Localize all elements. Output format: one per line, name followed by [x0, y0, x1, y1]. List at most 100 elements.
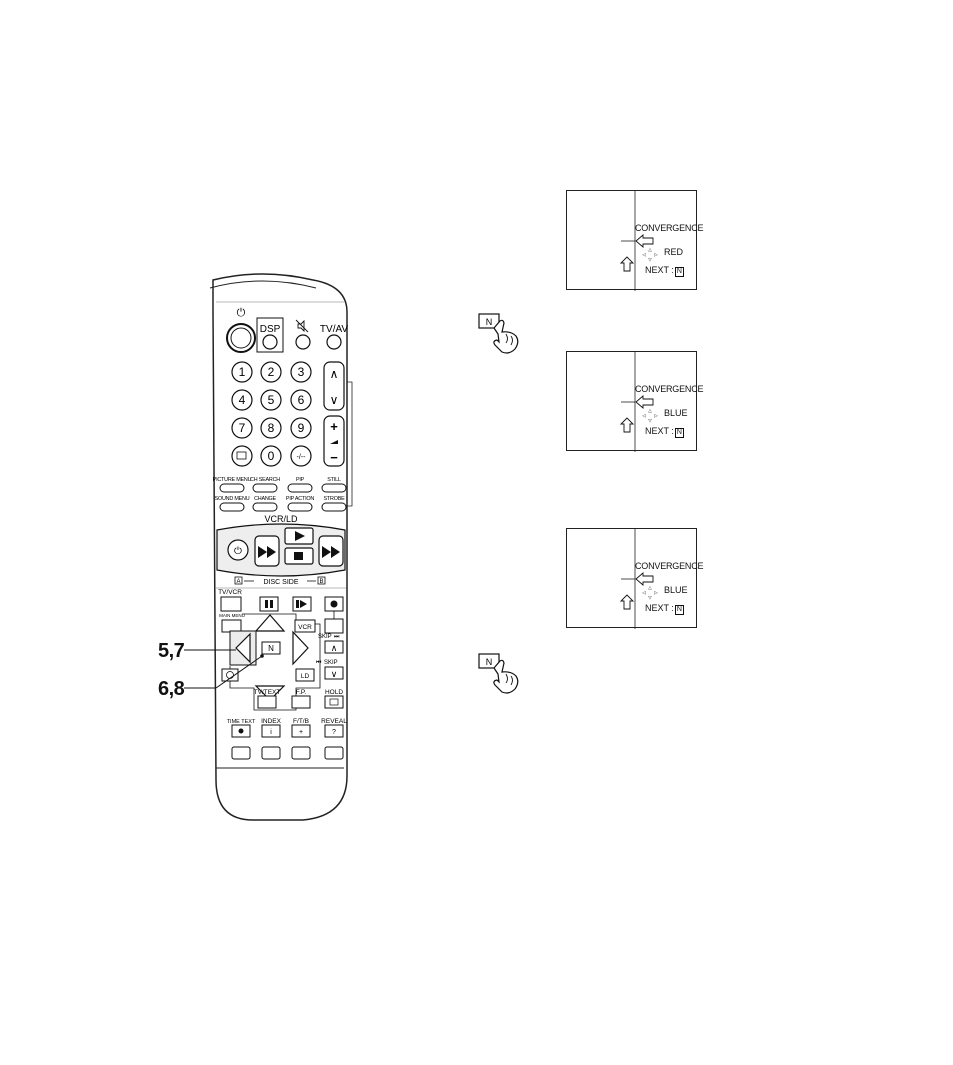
rewind-icon — [258, 546, 276, 558]
screen-color: BLUE — [664, 585, 688, 595]
digit-7: 7 — [239, 421, 246, 435]
digit-7-button[interactable] — [231, 417, 253, 439]
skip-back-icon: ⏮ — [316, 660, 322, 666]
screen-convergence-blue-adjusted: △ ▽ ◁ ▷ CONVERGENCE BLUE NEXT :N — [566, 528, 704, 629]
screen-title: CONVERGENCE — [635, 561, 704, 571]
fast-forward-icon — [322, 546, 340, 558]
normalize-n-button[interactable] — [261, 641, 281, 655]
strobe-button[interactable] — [321, 502, 347, 512]
digit-3-button[interactable] — [290, 361, 312, 383]
digit-3: 3 — [298, 365, 305, 379]
color-button-4[interactable] — [324, 746, 344, 760]
timer-button[interactable] — [221, 668, 239, 682]
callout-step-6-8: 6,8 — [158, 678, 185, 700]
left-arrow-button[interactable] — [235, 632, 251, 664]
up-arrow-button[interactable] — [254, 614, 286, 632]
disc-b-label: B — [319, 579, 323, 585]
fp-button[interactable] — [291, 695, 311, 709]
screen-color: RED — [664, 247, 684, 257]
digit-9-button[interactable] — [290, 417, 312, 439]
digit-4-button[interactable] — [231, 389, 253, 411]
record-sub-button[interactable] — [324, 618, 344, 634]
index-button[interactable] — [261, 724, 281, 738]
vcr-button[interactable] — [294, 619, 316, 633]
press-n-hand-1: N — [478, 313, 519, 354]
svg-text:▷: ▷ — [654, 590, 658, 595]
hold-button[interactable] — [324, 695, 344, 709]
pause-button[interactable] — [259, 596, 279, 612]
right-arrow-button[interactable] — [292, 630, 309, 666]
channel-rocker[interactable] — [323, 361, 345, 411]
digit-5-button[interactable] — [260, 389, 282, 411]
tv-vcr-button[interactable] — [220, 596, 242, 612]
digit-5: 5 — [268, 393, 275, 407]
ftb-button[interactable] — [291, 724, 311, 738]
down-arrow-button[interactable] — [254, 685, 286, 701]
reveal-button[interactable] — [324, 724, 344, 738]
digit-1-button[interactable] — [231, 361, 253, 383]
press-n-hand-2: N — [478, 653, 519, 694]
pip-action-button[interactable] — [287, 502, 313, 512]
volume-up-icon: + — [330, 419, 338, 434]
channel-down-icon: ∨ — [330, 393, 339, 407]
press-n-label-1: N — [486, 317, 493, 327]
power-button[interactable] — [226, 323, 256, 353]
digit-6-button[interactable] — [290, 389, 312, 411]
disc-b-box — [317, 576, 326, 585]
pip-button[interactable] — [287, 483, 313, 493]
ld-button[interactable] — [295, 668, 315, 682]
dash-button[interactable] — [290, 445, 312, 467]
svg-text:◁: ◁ — [642, 590, 646, 595]
dsp-button[interactable] — [262, 334, 278, 350]
press-n-label-2: N — [486, 657, 493, 667]
screen-next: NEXT :N — [645, 426, 684, 438]
volume-rocker[interactable] — [323, 415, 345, 467]
ch-search-button[interactable] — [252, 483, 278, 493]
sound-menu-label: SOUND MENU — [215, 496, 250, 502]
display-button[interactable] — [231, 445, 253, 467]
digit-8-button[interactable] — [260, 417, 282, 439]
convergence-crosshair-icon: △ ▽ ◁ ▷ — [619, 191, 658, 291]
tv-text-button[interactable] — [257, 695, 277, 709]
record-icon — [330, 600, 338, 608]
change-button[interactable] — [252, 502, 278, 512]
pointing-hand-icon — [493, 319, 519, 354]
sound-menu-button[interactable] — [219, 502, 245, 512]
pause-icon — [265, 600, 268, 608]
mute-button[interactable] — [295, 334, 311, 350]
vcr-ld-label: VCR/LD — [264, 514, 298, 524]
vcr-key-label: VCR — [298, 624, 312, 631]
skip-down-button[interactable] — [324, 666, 344, 680]
svg-text:◁: ◁ — [642, 252, 646, 257]
still-button[interactable] — [321, 483, 347, 493]
dash-label: -/-- — [297, 454, 307, 461]
convergence-crosshair-icon: △ ▽ ◁ ▷ — [619, 529, 658, 629]
svg-text:▷: ▷ — [654, 252, 658, 257]
svg-text:▽: ▽ — [648, 418, 652, 423]
color-button-2[interactable] — [261, 746, 281, 760]
screen-title: CONVERGENCE — [635, 223, 704, 233]
digit-1: 1 — [239, 365, 246, 379]
color-button-3[interactable] — [291, 746, 311, 760]
vcr-power-icon: ⏻ — [234, 546, 242, 557]
color-button-1[interactable] — [231, 746, 251, 760]
play-icon — [295, 531, 305, 541]
picture-menu-button[interactable] — [219, 483, 245, 493]
disc-a-box — [234, 576, 243, 585]
digit-0-button[interactable] — [260, 445, 282, 467]
reveal-icon: ? — [332, 729, 336, 736]
skip-up-button[interactable] — [324, 640, 344, 654]
digit-2-button[interactable] — [260, 361, 282, 383]
tvav-label: TV/AV — [320, 324, 348, 335]
volume-ramp-icon — [330, 440, 338, 444]
time-text-icon — [238, 728, 244, 734]
svg-text:▽: ▽ — [648, 595, 652, 600]
main-menu-button[interactable] — [221, 619, 242, 633]
tvav-button[interactable] — [326, 334, 342, 350]
still-label: STILL — [327, 477, 341, 483]
hold-label: HOLD — [325, 689, 343, 696]
fp-label: F.P. — [296, 689, 307, 696]
vcr-power-button[interactable] — [227, 539, 249, 561]
disc-side-label: DISC SIDE — [263, 579, 298, 586]
skip-forward-icon: ⏭ — [334, 634, 340, 640]
